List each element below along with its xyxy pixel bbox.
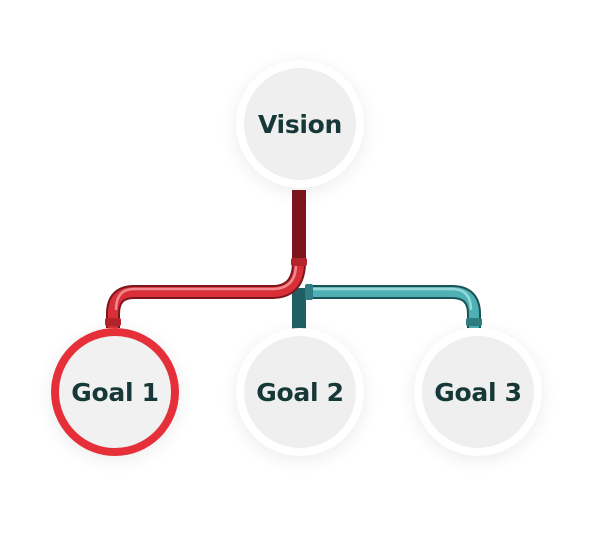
- vision-label: Vision: [257, 109, 343, 139]
- goal-1-label: Goal 1: [71, 377, 159, 407]
- vision-node-inner: Vision: [244, 68, 356, 180]
- vision-node[interactable]: Vision: [236, 60, 364, 188]
- goal-3-node[interactable]: Goal 3: [414, 328, 542, 456]
- goal-3-node-inner: Goal 3: [422, 336, 534, 448]
- goal-2-node-inner: Goal 2: [244, 336, 356, 448]
- teal-pipe: [292, 284, 482, 330]
- goal-3-label: Goal 3: [434, 377, 522, 407]
- goal-1-node[interactable]: Goal 1: [51, 328, 179, 456]
- goal-2-label: Goal 2: [256, 377, 344, 407]
- goal-2-node[interactable]: Goal 2: [236, 328, 364, 456]
- red-pipe: [105, 190, 307, 328]
- goal-1-node-inner: Goal 1: [51, 328, 179, 456]
